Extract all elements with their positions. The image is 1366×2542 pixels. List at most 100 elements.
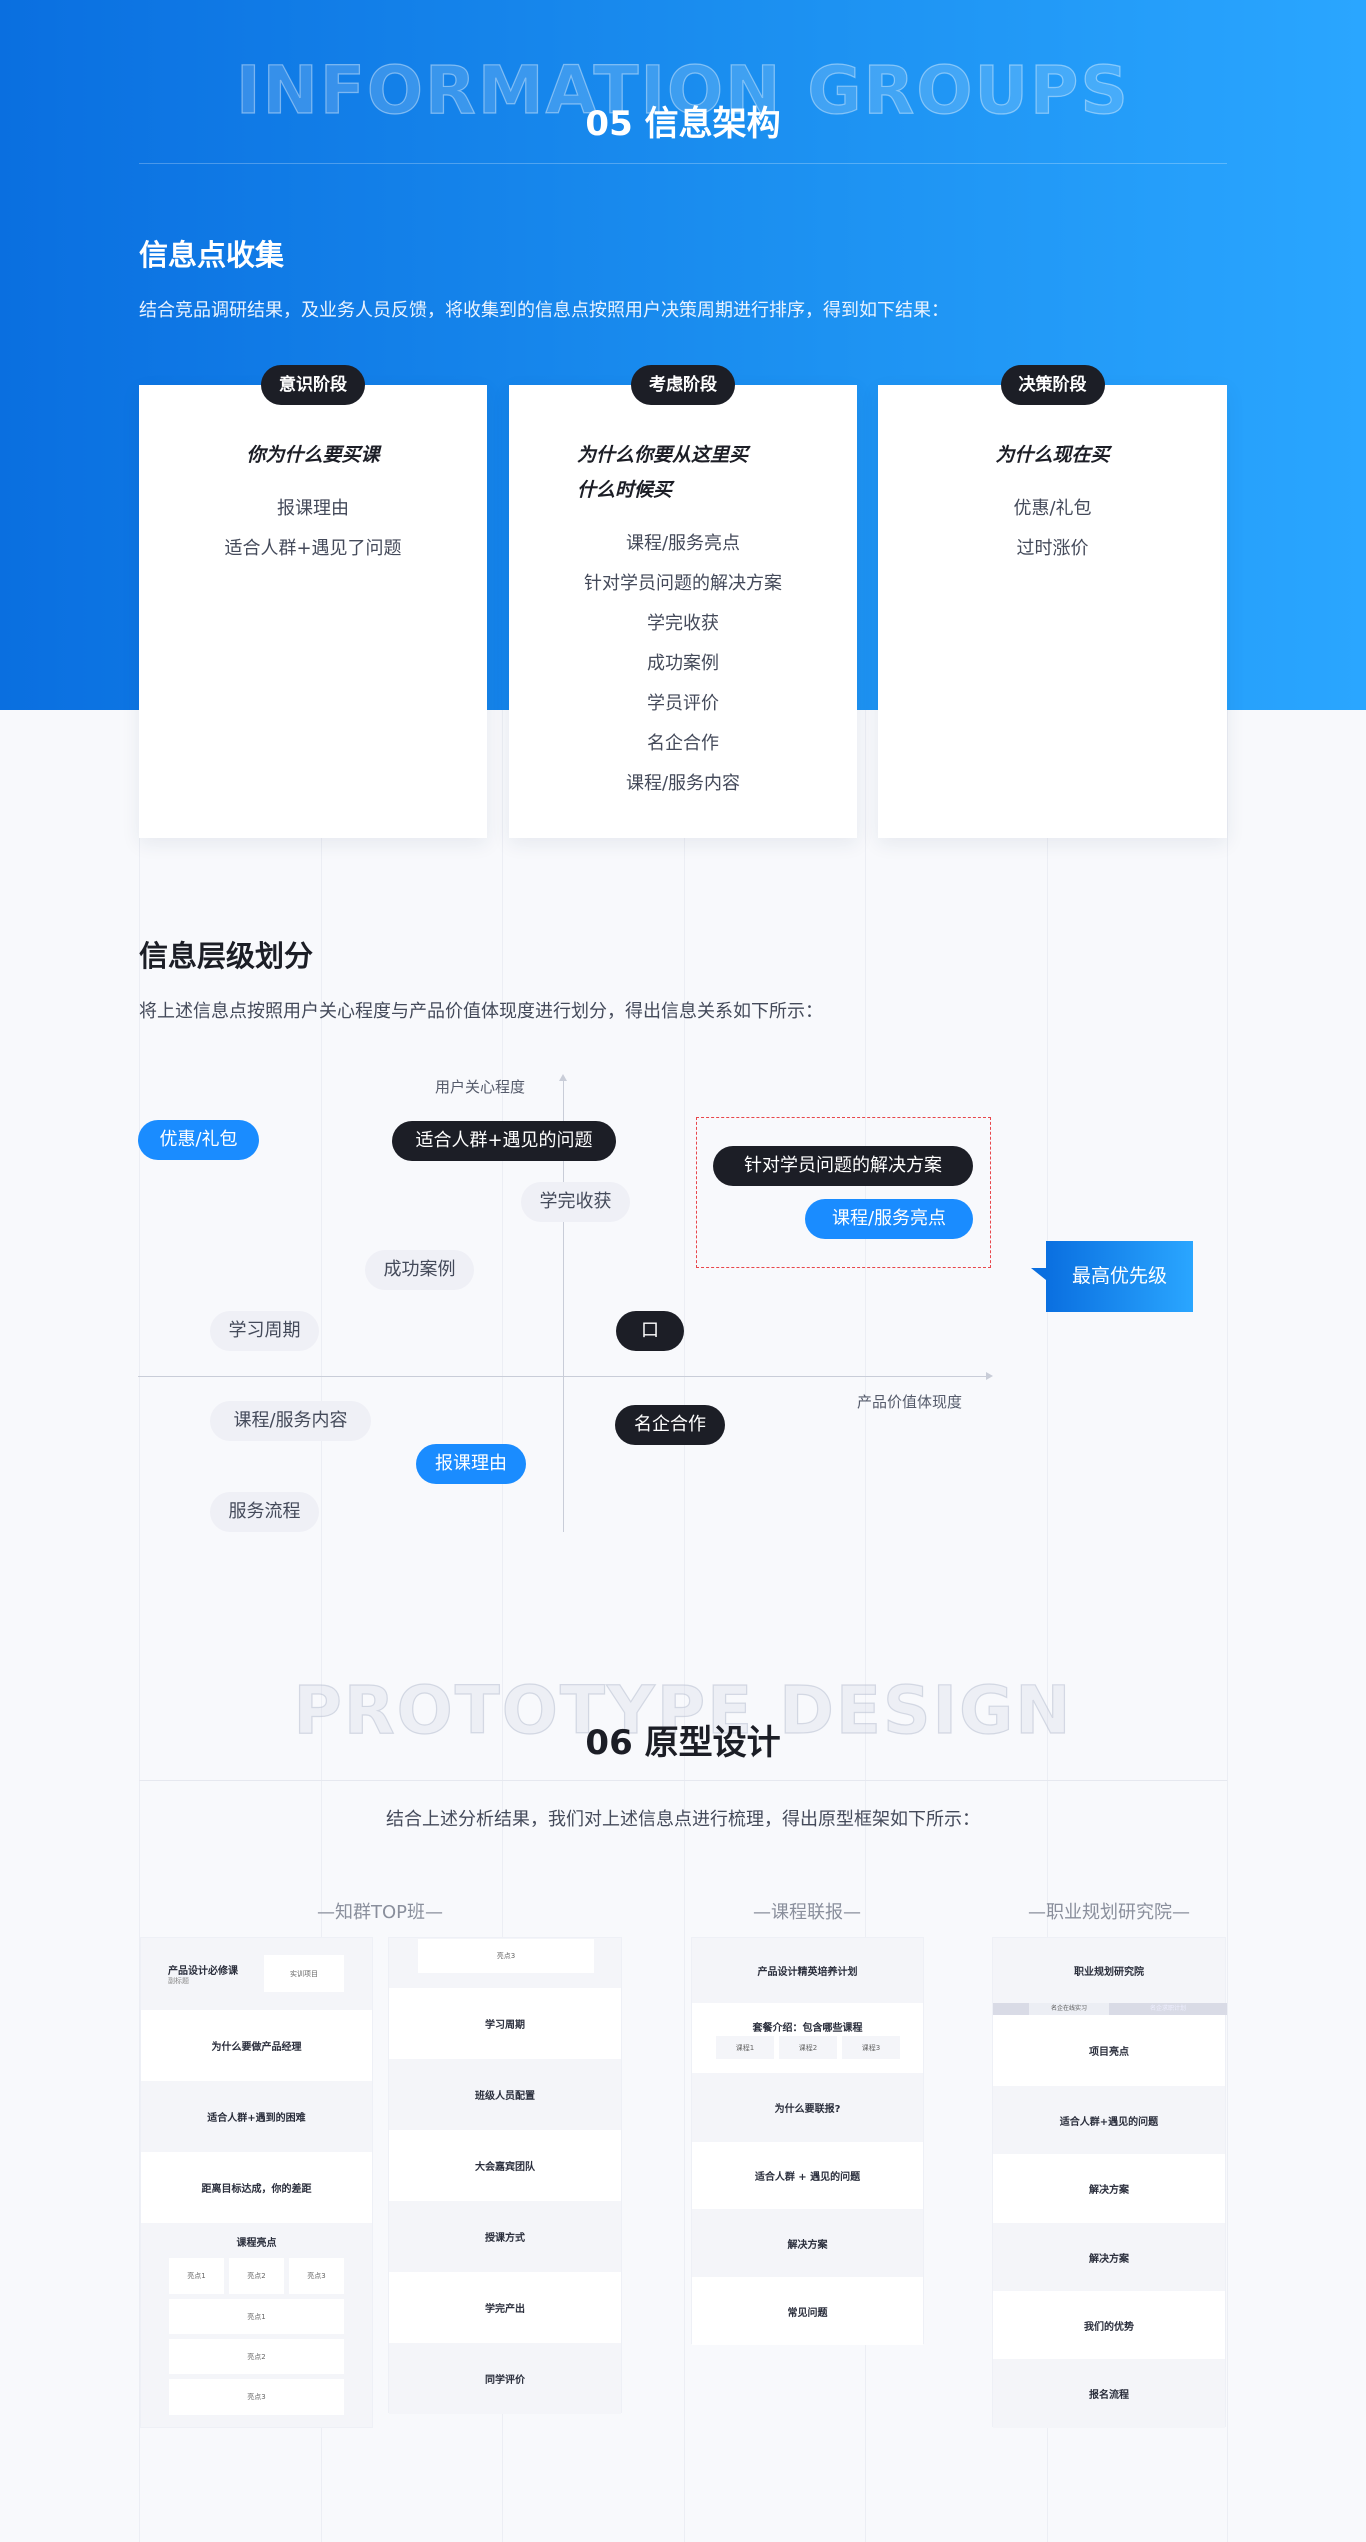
prototype-description: 结合上述分析结果，我们对上述信息点进行梳理，得出原型框架如下所示：: [386, 1809, 980, 1830]
grid-line: [1227, 710, 1228, 2542]
collect-heading: 信息点收集: [139, 238, 285, 272]
wf-tab: 名企求职计划: [1109, 2003, 1227, 2015]
y-axis: [563, 1077, 564, 1532]
card-item: 学完收获: [647, 613, 719, 634]
card-item: 报课理由: [277, 498, 349, 519]
section-title: 05 信息架构: [585, 104, 781, 144]
info-pill: 成功案例: [365, 1250, 474, 1290]
info-pill: 学习周期: [210, 1311, 319, 1351]
grid-line: [321, 710, 322, 2542]
wf-header-subtitle: 副标题: [168, 1977, 189, 1985]
grid-line: [502, 710, 503, 2542]
info-pill: 课程/服务内容: [210, 1401, 371, 1441]
wf-row: 距离目标达成，你的差距: [141, 2152, 372, 2223]
section-title: 06 原型设计: [585, 1723, 781, 1763]
card-question: 什么时候买: [577, 479, 673, 501]
wf-header-box: 实训项目: [264, 1955, 344, 1992]
x-axis-arrow-icon: [986, 1372, 993, 1380]
wf-box: 亮点3: [289, 2258, 344, 2294]
wf-row: 学完产出: [389, 2272, 621, 2343]
wf-row: 解决方案: [993, 2223, 1225, 2291]
wireframe-title: —课程联报—: [753, 1902, 861, 1923]
info-pill: 名企合作: [615, 1405, 725, 1445]
wireframe-title: —知群TOP班—: [316, 1902, 444, 1923]
info-pill: 服务流程: [210, 1492, 319, 1532]
wf-row: 产品设计精英培养计划: [692, 1938, 923, 2003]
wf-row: 项目亮点: [993, 2015, 1225, 2086]
wf-box: 亮点1: [169, 2258, 224, 2294]
wf-row: 大会嘉宾团队: [389, 2130, 621, 2201]
stage-tag: 考虑阶段: [631, 365, 735, 405]
card-question: 为什么现在买: [995, 444, 1110, 466]
wf-row: 适合人群+遇见的问题: [993, 2086, 1225, 2154]
card-item: 课程/服务亮点: [625, 533, 741, 554]
card-item: 学员评价: [647, 693, 719, 714]
section-watermark: INFORMATION GROUPS: [235, 51, 1130, 129]
wf-row: 我们的优势: [993, 2291, 1225, 2359]
card-item: 针对学员问题的解决方案: [584, 573, 782, 594]
wireframe-career: 职业规划研究院 名企在线实习 名企求职计划 项目亮点 适合人群+遇见的问题 解决…: [992, 1937, 1227, 2428]
card-item: 成功案例: [647, 653, 719, 674]
wf-box: 亮点3: [418, 1939, 594, 1973]
grid-line: [684, 710, 685, 2542]
wireframe-bundle: 产品设计精英培养计划 套餐介绍：包含哪些课程 课程1 课程2 课程3 为什么要联…: [691, 1937, 924, 2345]
wf-box: 课程1: [716, 2036, 774, 2059]
wf-row: 报名流程: [993, 2359, 1225, 2428]
info-pill: 学完收获: [521, 1182, 630, 1222]
info-pill: 报课理由: [416, 1444, 526, 1484]
wf-row: 同学评价: [389, 2343, 621, 2414]
flag-tail-icon: [1031, 1268, 1046, 1280]
wf-box: 课程3: [842, 2036, 900, 2059]
card-item: 适合人群+遇见了问题: [224, 538, 402, 559]
stage-tag: 决策阶段: [1000, 365, 1105, 405]
card-question: 为什么你要从这里买: [577, 444, 749, 466]
wireframe-title: —职业规划研究院—: [1028, 1902, 1190, 1923]
wf-highlights-title: 课程亮点: [236, 2238, 277, 2249]
wf-box: 亮点3: [169, 2379, 344, 2415]
card-item: 课程/服务内容: [625, 773, 741, 794]
grid-line: [139, 710, 140, 2542]
divider: [139, 163, 1227, 164]
info-pill: 口: [616, 1311, 684, 1351]
x-axis-label: 产品价值体现度: [857, 1393, 963, 1411]
wf-row: 解决方案: [692, 2209, 923, 2277]
wf-box: 亮点1: [169, 2299, 344, 2334]
x-axis: [138, 1376, 988, 1377]
wf-header-title: 产品设计必修课: [168, 1966, 238, 1977]
card-question: 你为什么要买课: [246, 444, 380, 466]
hierarchy-description: 将上述信息点按照用户关心程度与产品价值体现度进行划分，得出信息关系如下所示：: [139, 1001, 823, 1022]
wf-box: 亮点2: [229, 2258, 284, 2294]
wf-tab: [993, 2003, 1029, 2015]
info-pill: 课程/服务亮点: [805, 1199, 973, 1239]
info-pill: 优惠/礼包: [138, 1120, 259, 1160]
wf-box: 课程2: [779, 2036, 837, 2059]
hierarchy-heading: 信息层级划分: [139, 939, 314, 973]
stage-card-decision: 决策阶段 为什么现在买 优惠/礼包 过时涨价: [878, 365, 1227, 838]
section-watermark: PROTOTYPE DESIGN: [293, 1671, 1073, 1749]
wf-row: 解决方案: [993, 2154, 1225, 2223]
divider: [139, 1780, 1227, 1781]
wf-row: 职业规划研究院: [993, 1938, 1225, 2003]
wireframe-top-col2: 亮点3 学习周期 班级人员配置 大会嘉宾团队 授课方式 学完产出 同学评价: [388, 1937, 622, 2414]
wf-tab: 名企在线实习: [1029, 2003, 1109, 2015]
wf-row: 适合人群 + 遇见的问题: [692, 2142, 923, 2209]
card-item: 优惠/礼包: [1013, 498, 1092, 519]
wf-row: 适合人群+遇到的困难: [141, 2081, 372, 2152]
wf-row: 班级人员配置: [389, 2059, 621, 2130]
card-item: 名企合作: [647, 733, 719, 754]
grid-line: [865, 710, 866, 2542]
info-pill: 针对学员问题的解决方案: [713, 1146, 973, 1186]
card-item: 过时涨价: [1016, 538, 1089, 559]
info-pill: 适合人群+遇见的问题: [392, 1121, 616, 1161]
wf-row: 常见问题: [692, 2277, 923, 2345]
y-axis-label: 用户关心程度: [435, 1078, 526, 1096]
wf-box: 亮点2: [169, 2339, 344, 2374]
stage-card-awareness: 意识阶段 你为什么要买课 报课理由 适合人群+遇见了问题: [139, 365, 487, 838]
wf-row: 学习周期: [389, 1988, 621, 2059]
grid-line: [1047, 710, 1048, 2542]
wf-row: 为什么要联报?: [692, 2073, 923, 2142]
collect-description: 结合竞品调研结果，及业务人员反馈，将收集到的信息点按照用户决策周期进行排序，得到…: [139, 300, 949, 321]
y-axis-arrow-icon: [559, 1074, 567, 1081]
stage-card-consideration: 考虑阶段 为什么你要从这里买 什么时候买 课程/服务亮点 针对学员问题的解决方案…: [509, 365, 857, 838]
wireframe-top-col1: 产品设计必修课 副标题 实训项目 为什么要做产品经理 适合人群+遇到的困难 距离…: [140, 1937, 373, 2428]
